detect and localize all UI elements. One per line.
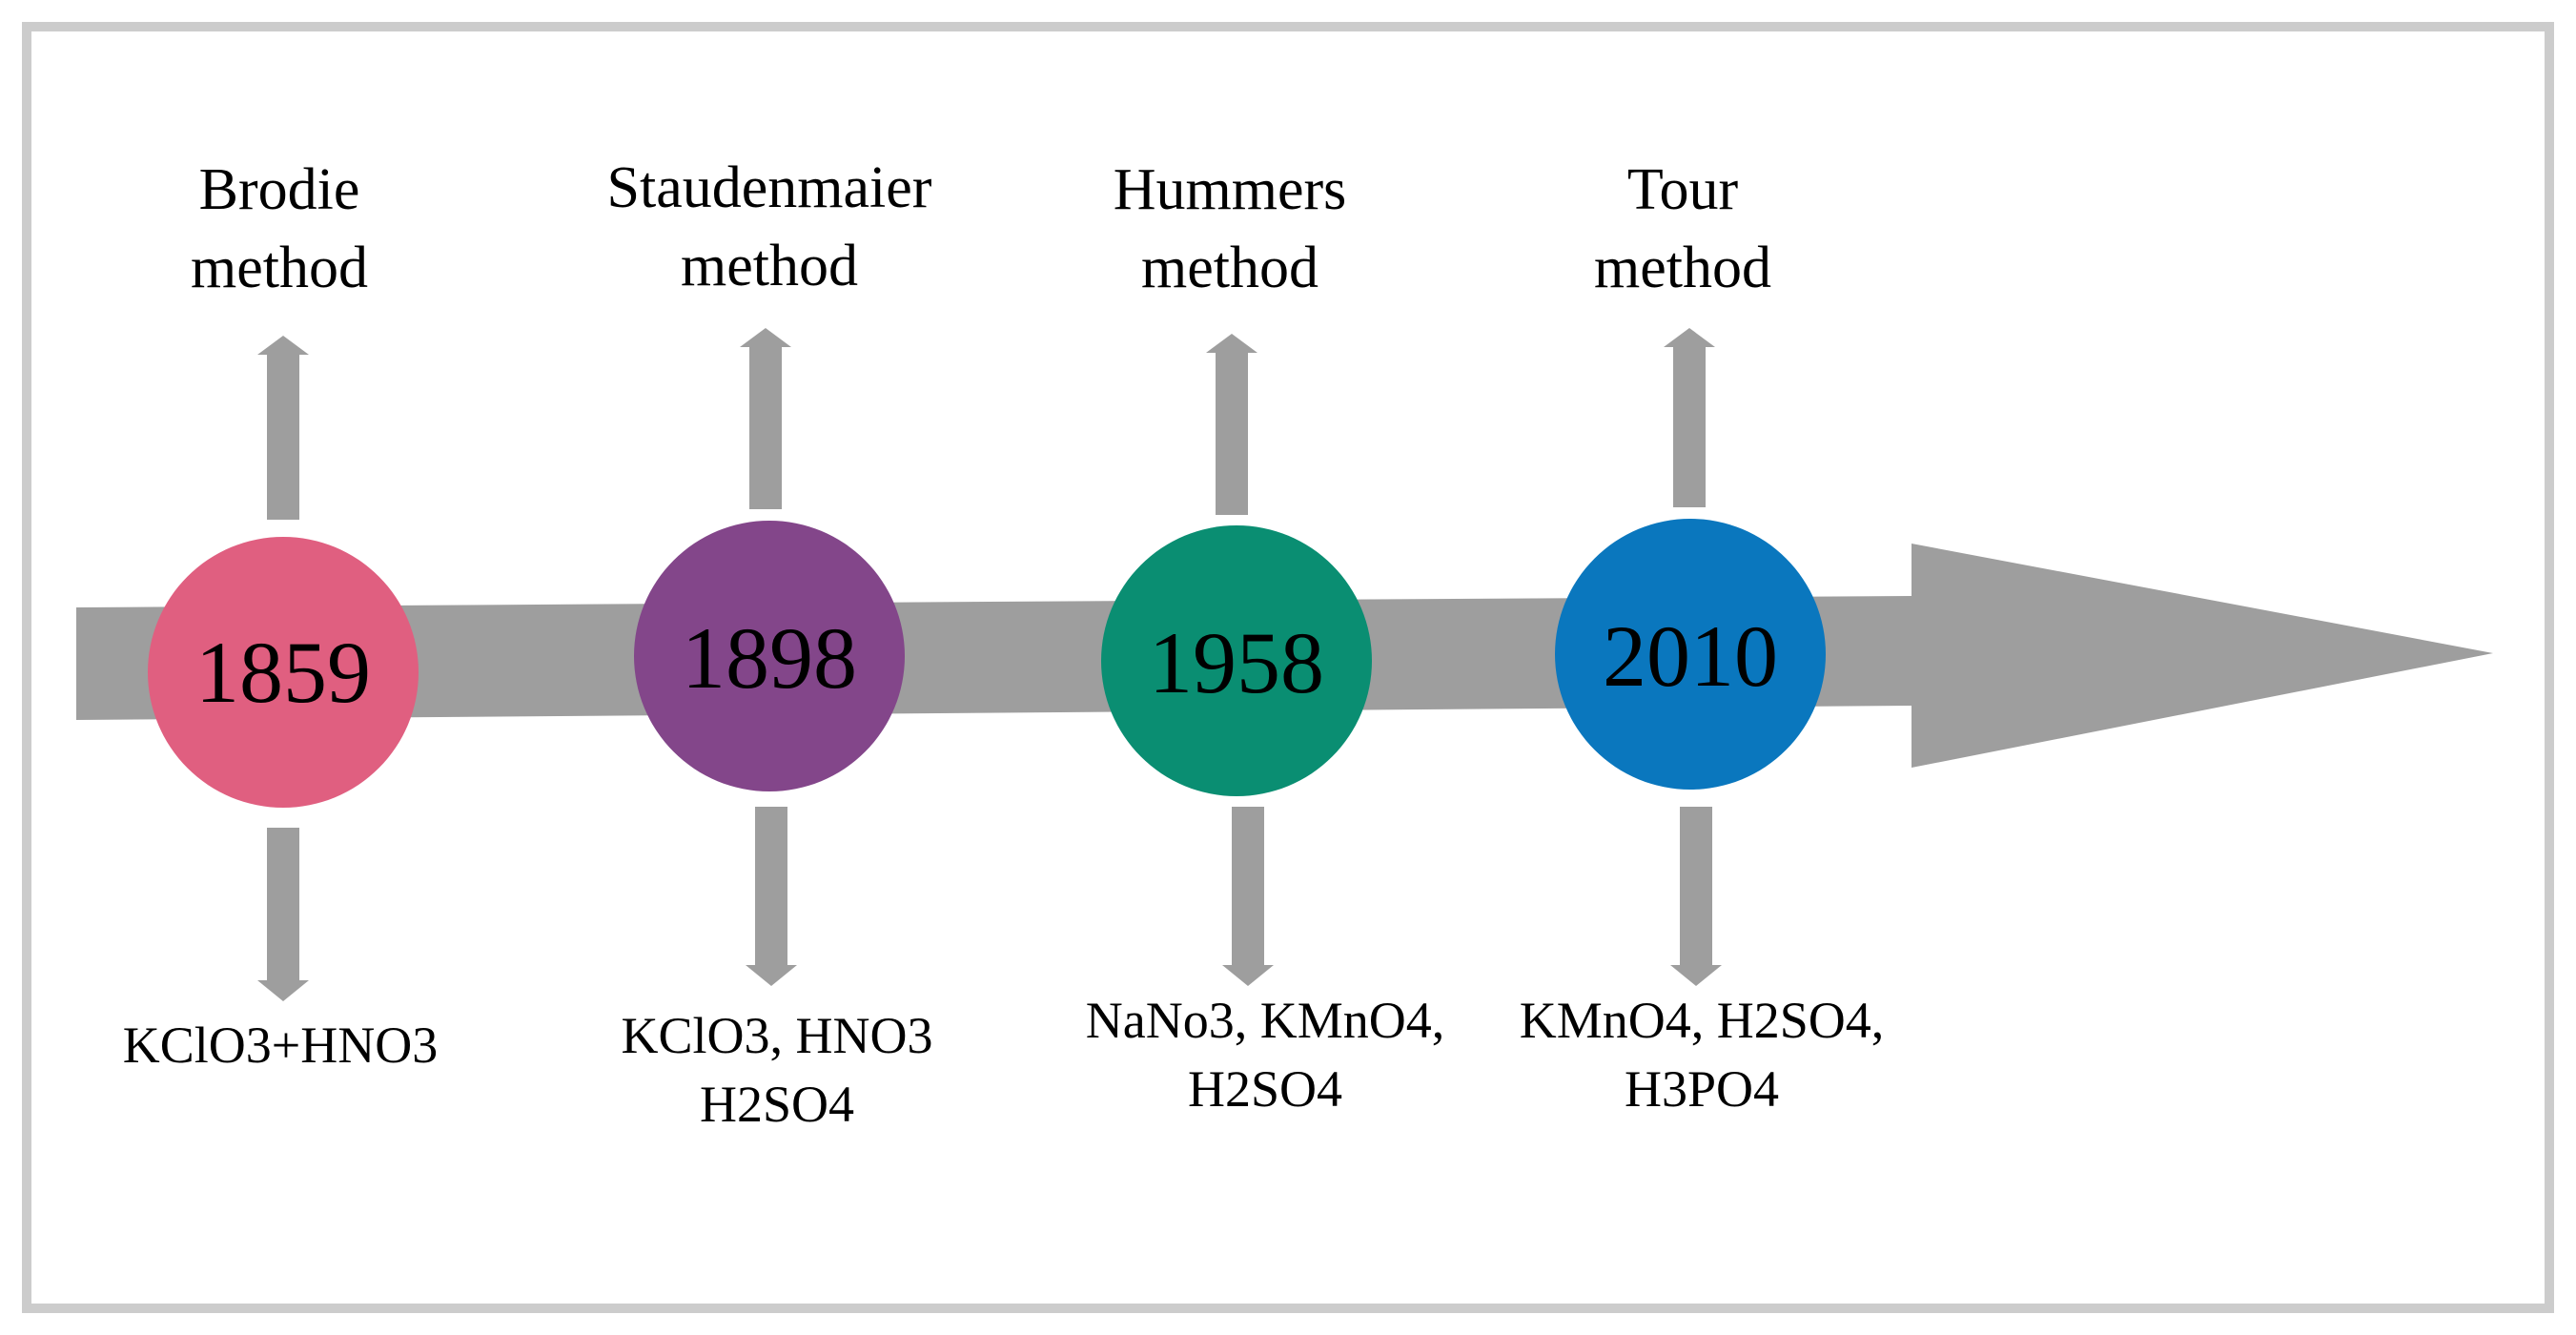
milestone-circle-1898 [634, 521, 905, 791]
method-name: Tour [1626, 157, 1739, 222]
year-label-1859: 1859 [195, 624, 371, 721]
down-arrow-1898 [746, 807, 797, 986]
down-arrow-1958 [1222, 807, 1274, 986]
reagents-line: NaNo3, KMnO4, [1085, 992, 1445, 1049]
milestone-circle-1859 [148, 537, 419, 808]
method-label-1898: Staudenmaier method [607, 149, 932, 305]
reagents-line: H2SO4 [699, 1076, 855, 1133]
down-arrow-1859 [257, 828, 309, 1001]
up-arrow-1958 [1206, 334, 1257, 515]
up-arrow-2010 [1664, 328, 1715, 507]
method-name: Hummers [1113, 157, 1347, 222]
method-word: method [1141, 236, 1319, 300]
method-word: method [191, 236, 368, 300]
reagents-label-2010: KMnO4, H2SO4, H3PO4 [1520, 986, 1885, 1123]
reagents-line: KClO3+HNO3 [122, 1017, 439, 1074]
year-label-1958: 1958 [1149, 614, 1324, 711]
method-word: method [1594, 236, 1771, 300]
year-label-2010: 2010 [1603, 607, 1778, 705]
reagents-label-1898: KClO3, HNO3 H2SO4 [621, 1001, 932, 1139]
reagents-label-1958: NaNo3, KMnO4, H2SO4 [1086, 986, 1444, 1123]
reagents-line: KMnO4, H2SO4, [1519, 992, 1885, 1049]
year-label-1898: 1898 [682, 609, 857, 707]
reagents-line: KClO3, HNO3 [621, 1007, 933, 1064]
method-label-2010: Tour method [1594, 151, 1771, 307]
reagents-line: H3PO4 [1624, 1060, 1780, 1118]
method-word: method [681, 234, 858, 298]
reagents-label-1859: KClO3+HNO3 [123, 1011, 438, 1079]
method-name: Staudenmaier [606, 155, 932, 220]
down-arrow-2010 [1670, 807, 1722, 986]
milestone-circle-2010 [1555, 519, 1826, 790]
up-arrow-1898 [740, 328, 791, 509]
up-arrow-1859 [257, 336, 309, 520]
reagents-line: H2SO4 [1187, 1060, 1343, 1118]
milestone-circle-1958 [1101, 525, 1372, 796]
method-name: Brodie [198, 157, 360, 222]
method-label-1958: Hummers method [1114, 151, 1347, 307]
method-label-1859: Brodie method [191, 151, 368, 307]
